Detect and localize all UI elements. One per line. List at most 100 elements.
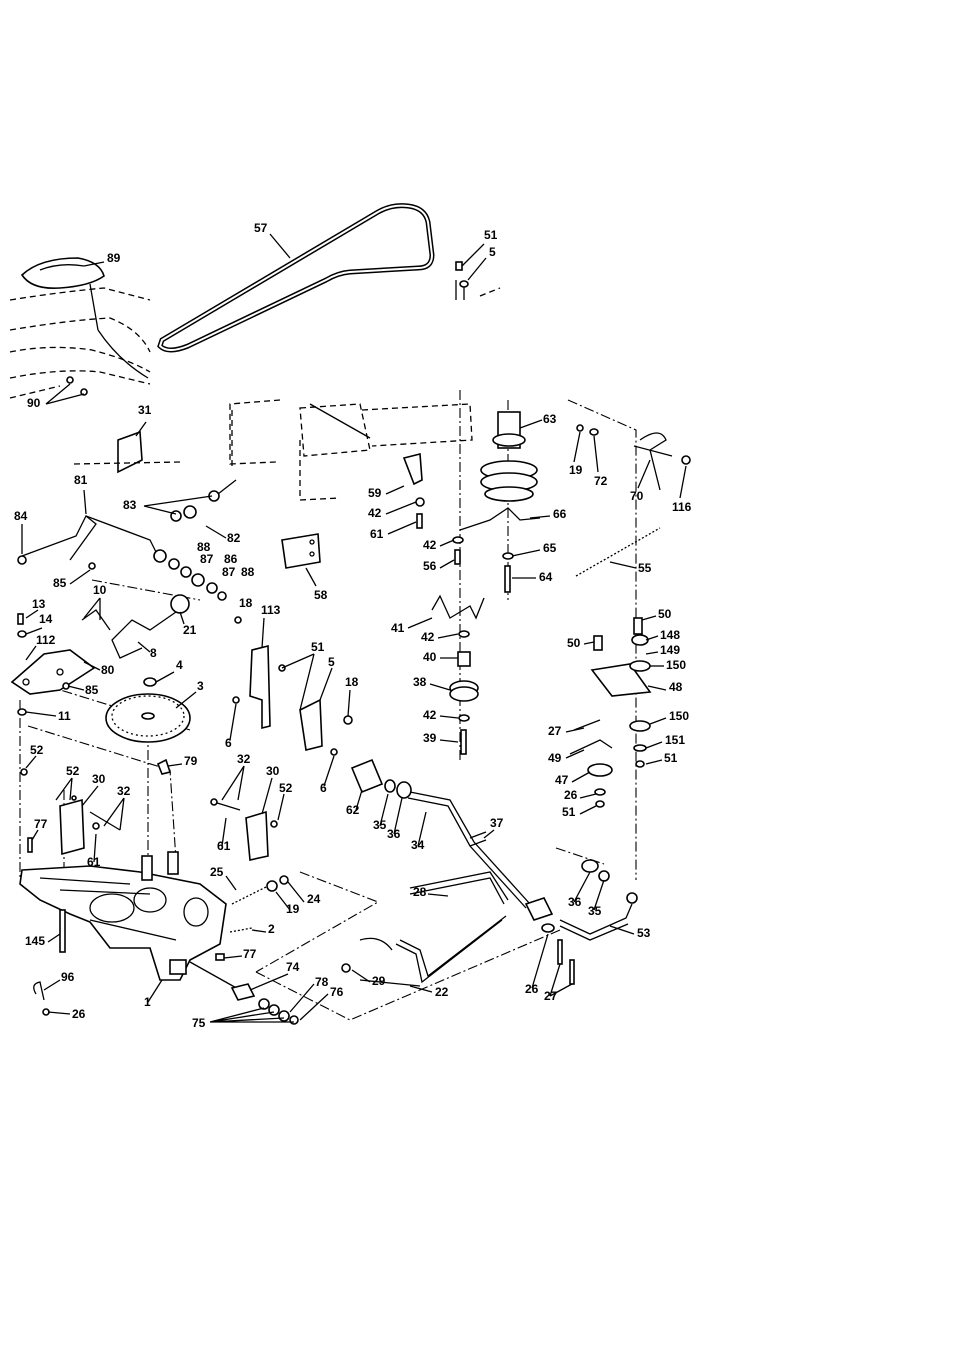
part-label-65: 65 xyxy=(543,541,557,555)
part-label-53: 53 xyxy=(637,926,651,940)
axle-hardware xyxy=(33,953,299,1025)
part-label-29: 29 xyxy=(372,974,386,988)
part-label-13: 13 xyxy=(32,597,46,611)
part-label-25: 25 xyxy=(210,865,224,879)
part-label-31: 31 xyxy=(138,403,152,417)
part-label-26a: 26 xyxy=(564,788,578,802)
part-label-150b: 150 xyxy=(669,709,689,723)
part-label-28: 28 xyxy=(413,885,427,899)
part-label-35b: 35 xyxy=(588,904,602,918)
spring-25 xyxy=(229,875,289,933)
part-label-87a: 87 xyxy=(200,552,214,566)
part-label-72: 72 xyxy=(594,474,608,488)
part-label-150a: 150 xyxy=(666,658,686,672)
part-label-14: 14 xyxy=(39,612,53,626)
part-label-47: 47 xyxy=(555,773,569,787)
part-label-10: 10 xyxy=(93,583,107,597)
part-label-58: 58 xyxy=(314,588,328,602)
plate-80 xyxy=(10,613,96,716)
bracket-31 xyxy=(73,430,181,474)
part-label-61c: 61 xyxy=(87,855,101,869)
part-label-48: 48 xyxy=(669,680,683,694)
part-label-19b: 19 xyxy=(286,902,300,916)
part-label-5a: 5 xyxy=(489,245,496,259)
part-label-3: 3 xyxy=(197,679,204,693)
part-label-1: 1 xyxy=(144,995,151,1009)
part-label-32a: 32 xyxy=(237,752,251,766)
part-label-64: 64 xyxy=(539,570,553,584)
part-label-42b: 42 xyxy=(423,538,437,552)
part-label-38: 38 xyxy=(413,675,427,689)
part-label-52a: 52 xyxy=(30,743,44,757)
part-label-149: 149 xyxy=(660,643,680,657)
part-label-24: 24 xyxy=(307,892,321,906)
part-label-148: 148 xyxy=(660,628,680,642)
part-label-49: 49 xyxy=(548,751,562,765)
part-label-35a: 35 xyxy=(373,818,387,832)
part-label-113: 113 xyxy=(261,603,281,617)
part-label-89: 89 xyxy=(107,251,121,265)
part-label-2: 2 xyxy=(268,922,275,936)
engine-pulley-63 xyxy=(402,411,541,593)
part-label-145: 145 xyxy=(25,934,45,948)
part-label-81: 81 xyxy=(74,473,88,487)
part-label-34: 34 xyxy=(411,838,425,852)
brackets-30 xyxy=(20,768,278,861)
part-label-52b: 52 xyxy=(66,764,80,778)
part-label-36a: 36 xyxy=(387,827,401,841)
part-label-37: 37 xyxy=(490,816,504,830)
part-label-63: 63 xyxy=(543,412,557,426)
part-label-84: 84 xyxy=(14,509,28,523)
part-label-96: 96 xyxy=(61,970,75,984)
idler-assembly xyxy=(431,594,485,755)
part-label-75: 75 xyxy=(192,1016,206,1030)
bracket-70 xyxy=(576,424,691,491)
hardware-51-5 xyxy=(66,261,469,396)
part-label-86: 86 xyxy=(224,552,238,566)
part-label-39: 39 xyxy=(423,731,437,745)
part-label-8: 8 xyxy=(150,646,157,660)
part-label-52c: 52 xyxy=(279,781,293,795)
transaxle-pulley-3 xyxy=(105,677,191,775)
part-label-4: 4 xyxy=(176,658,183,672)
part-label-22: 22 xyxy=(435,985,449,999)
part-label-32b: 32 xyxy=(117,784,131,798)
part-label-112: 112 xyxy=(36,633,56,647)
leader-lines xyxy=(21,233,687,1023)
part-label-88b: 88 xyxy=(241,565,255,579)
part-label-80: 80 xyxy=(101,663,115,677)
part-label-83: 83 xyxy=(123,498,137,512)
part-label-50a: 50 xyxy=(658,607,672,621)
part-label-51b: 51 xyxy=(311,640,325,654)
part-label-27b: 27 xyxy=(544,989,558,1003)
part-label-62: 62 xyxy=(346,803,360,817)
frame-outline xyxy=(9,257,501,501)
part-label-36b: 36 xyxy=(568,895,582,909)
part-label-74: 74 xyxy=(286,960,300,974)
part-label-87b: 87 xyxy=(222,565,236,579)
part-label-42d: 42 xyxy=(423,708,437,722)
part-label-30a: 30 xyxy=(266,764,280,778)
part-label-82: 82 xyxy=(227,531,241,545)
part-label-66: 66 xyxy=(553,507,567,521)
part-label-79: 79 xyxy=(184,754,198,768)
drive-belt xyxy=(157,203,435,353)
part-label-55: 55 xyxy=(638,561,652,575)
part-label-50b: 50 xyxy=(567,636,581,650)
part-label-40: 40 xyxy=(423,650,437,664)
spring-55 xyxy=(575,527,661,577)
linkage-rods xyxy=(341,758,638,987)
part-label-6a: 6 xyxy=(225,736,232,750)
part-label-27a: 27 xyxy=(548,724,562,738)
part-label-70: 70 xyxy=(630,489,644,503)
shift-linkage xyxy=(17,479,237,659)
part-label-26c: 26 xyxy=(72,1007,86,1021)
part-label-57: 57 xyxy=(254,221,268,235)
part-label-88a: 88 xyxy=(197,540,211,554)
part-label-56: 56 xyxy=(423,559,437,573)
part-label-76: 76 xyxy=(330,985,344,999)
part-label-78: 78 xyxy=(315,975,329,989)
part-label-61b: 61 xyxy=(217,839,231,853)
